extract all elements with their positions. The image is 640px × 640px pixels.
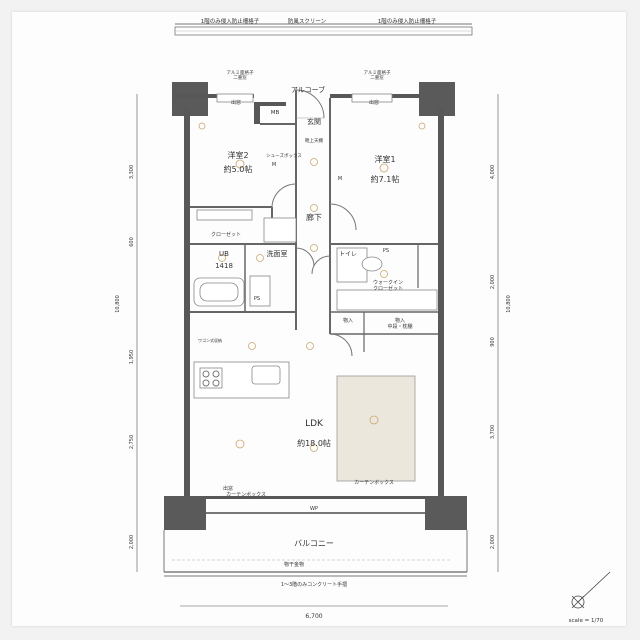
toilet-label: トイレ xyxy=(339,251,357,258)
hanger-label: 物干金物 xyxy=(284,561,304,568)
top-band-center-label: 防風スクリーン xyxy=(288,17,327,25)
meter-label-1: M xyxy=(272,162,276,168)
aluminum-grille-left-label: アルミ面格子二重窓 xyxy=(227,69,254,81)
balcony-label: バルコニー xyxy=(294,539,334,548)
closet-label: クローゼット xyxy=(211,231,241,238)
fixtures xyxy=(193,93,438,482)
hall-label: 廊下 xyxy=(306,212,322,222)
dim-right-4: 900 xyxy=(490,337,496,347)
ub-label: UB xyxy=(219,250,229,258)
rug-area xyxy=(336,375,416,482)
room2-size: 約5.0帖 xyxy=(224,164,253,174)
pantry-label: ワゴン式収納 xyxy=(198,337,222,343)
mb-label: MB xyxy=(271,110,280,116)
dim-left-4: 1,950 xyxy=(129,350,135,364)
room2-name: 洋室2 xyxy=(227,150,248,160)
dim-bottom: 6,700 xyxy=(305,613,322,620)
sink-icon xyxy=(251,365,281,385)
compass-icon xyxy=(571,571,611,609)
storage1-label: 物入 xyxy=(343,317,353,324)
dim-right-6: 2,000 xyxy=(490,535,496,549)
ldk-size: 約18.0帖 xyxy=(297,438,331,448)
dim-right-2: 2,000 xyxy=(490,275,496,289)
scale-label: scale = 1/70 xyxy=(569,618,604,624)
storage2-label: 物入中段・枕棚 xyxy=(387,317,412,330)
ps-right-label: PS xyxy=(383,248,389,254)
doors xyxy=(271,89,357,357)
dim-right-5: 3,700 xyxy=(490,425,496,439)
balcony xyxy=(163,530,468,577)
dim-right-1: 4,000 xyxy=(490,165,496,179)
ps-left-label: PS xyxy=(254,296,260,302)
ceiling-lights xyxy=(198,122,426,452)
dim-left-5: 2,750 xyxy=(129,435,135,449)
curtain-box-left-label: カーテンボックス xyxy=(226,491,266,498)
genkan-label: 玄関 xyxy=(307,117,321,126)
room1-name: 洋室1 xyxy=(374,154,395,164)
ub-size: 1418 xyxy=(215,262,233,270)
dim-left-6: 2,000 xyxy=(129,535,135,549)
top-band: 1階のみ侵入防止柵格子 防風スクリーン 1階のみ侵入防止柵格子 xyxy=(174,17,473,36)
walkin-closet-label: ウォークインクローゼット xyxy=(373,279,403,292)
dim-left-3: 10,800 xyxy=(115,295,121,313)
toilet-icon xyxy=(361,256,383,272)
bay-window-right-label: 出窓 xyxy=(369,99,379,106)
dim-left-1: 3,300 xyxy=(129,165,135,179)
room-labels: アルコーブ アルミ面格子二重窓 アルミ面格子二重窓 出窓 出窓 MB 玄関 靴上… xyxy=(198,69,413,588)
curtain-box-right-label: カーテンボックス xyxy=(354,479,394,486)
step-label: 靴上天棚 xyxy=(305,137,323,144)
aluminum-grille-right-label: アルミ面格子二重窓 xyxy=(364,69,391,81)
dim-left-2: 600 xyxy=(129,237,135,247)
stove-icon xyxy=(199,367,223,389)
walls xyxy=(164,82,467,530)
top-band-right-label: 1階のみ侵入防止柵格子 xyxy=(378,17,437,25)
handrail-label: 1〜3階のみコンクリート手摺 xyxy=(281,581,347,588)
wp-label: WP xyxy=(310,506,318,512)
floor-plan: 1階のみ侵入防止柵格子 防風スクリーン 1階のみ侵入防止柵格子 xyxy=(115,17,611,624)
senmen-label: 洗面室 xyxy=(267,249,288,258)
ldk-name: LDK xyxy=(305,419,324,429)
alcove-label: アルコーブ xyxy=(291,85,325,94)
dimensions: 3,300 600 10,800 1,950 2,750 2,000 4,000… xyxy=(115,94,512,620)
floor-plan-sheet: 1階のみ侵入防止柵格子 防風スクリーン 1階のみ侵入防止柵格子 xyxy=(12,12,626,626)
room1-size: 約7.1帖 xyxy=(371,174,400,184)
dim-right-3: 10,800 xyxy=(506,295,512,313)
bay-window-bottom-label: 出窓 xyxy=(223,485,233,492)
bay-window-left-label: 出窓 xyxy=(231,99,241,106)
shoe-box-label: シューズボックス xyxy=(266,152,302,159)
meter-label-2: M xyxy=(338,176,342,182)
top-band-left-label: 1階のみ侵入防止柵格子 xyxy=(201,17,260,25)
